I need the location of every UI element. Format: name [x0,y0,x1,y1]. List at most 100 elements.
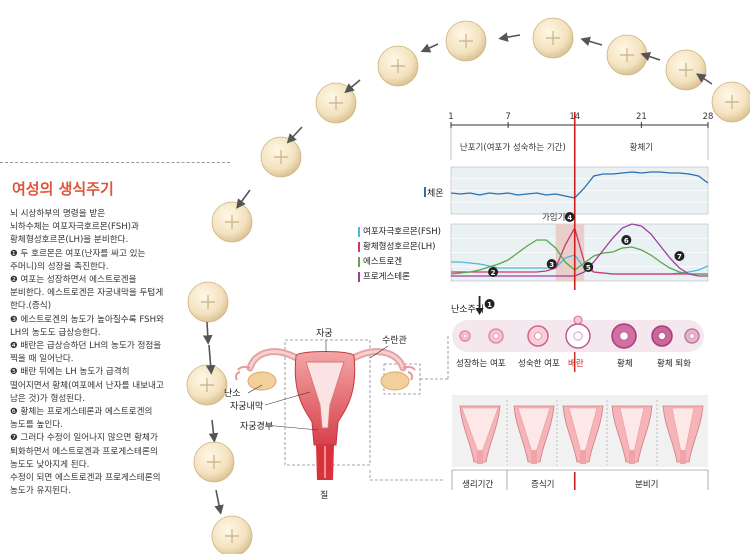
page-title: 여성의 생식주기 [12,180,114,198]
pill [532,17,574,59]
phase-follicular: 난포기(여포가 성숙하는 기간) [460,142,566,153]
cycle-arrow [202,321,213,345]
ovarian-stage-ovulation: 배란 [568,359,584,369]
label-cervix: 자궁경부 [240,422,274,432]
pill [193,441,235,483]
description-line: 농도가 유지된다. [10,486,71,497]
marker-m2: 2 [488,267,499,277]
pill [186,364,228,406]
pill [260,136,302,178]
marker-number: 2 [491,269,496,277]
pill [211,201,253,243]
released-egg [573,315,583,325]
cycle-arrow [580,36,603,46]
legend: 여포자극호르몬(FSH) 황체형성호르몬(LH) 에스트로겐 프로게스테론 [358,225,441,285]
marker-m1: 1 [484,299,495,309]
marker-number: 7 [677,253,682,261]
description-line: ❷ 여포는 성장하면서 에스트로겐을 [10,275,137,286]
follicle [684,328,700,344]
label-body-temp: 체온 [427,189,444,199]
cycle-arrow [420,43,439,53]
title-divider [0,162,230,163]
marker-number: 6 [624,237,629,245]
marker-number: 4 [567,214,572,222]
ovarian-stage-growing: 성장하는 여포 [456,359,506,369]
legend-estrogen: 에스트로겐 [358,255,441,270]
legend-fsh: 여포자극호르몬(FSH) [358,225,441,240]
estrogen-line [450,239,708,275]
description-line: 퇴화하면서 에스트로겐과 프로게스테론의 [10,446,158,457]
description-line: 주머니)의 성장을 촉진한다. [10,261,109,272]
legend-lh: 황체형성호르몬(LH) [358,240,441,255]
description-line: 한다.(증식) [10,301,52,312]
label-uterus: 자궁 [316,329,333,339]
follicle [488,328,504,344]
description-line: ❸ 에스트로겐의 농도가 높아질수록 FSH와 [10,314,164,325]
legend-lh-swatch [358,241,360,252]
description-line: 농도도 낮아지게 된다. [10,459,90,470]
legend-progesterone: 프로게스테론 [358,270,441,285]
day-tick-label: 28 [703,112,714,122]
uterus-lining-stage [562,405,604,464]
description-line: 남은 것)가 형성된다. [10,393,85,404]
label-vagina: 질 [320,491,329,501]
follicle [565,323,591,349]
day-tick-label: 21 [636,112,647,122]
description-line: ❻ 황체는 프로게스테론과 에스트로겐의 [10,407,153,418]
pill [187,281,229,323]
description-line: ❶ 두 호르몬은 여포(난자를 싸고 있는 [10,248,146,259]
pill [711,81,750,123]
pill [445,20,487,62]
description-line: 뇌하수체는 여포자극호르몬(FSH)과 [10,222,139,233]
description-line: 찍을 때 일어난다. [10,354,74,365]
cycle-arrow [214,489,224,515]
pill [211,515,253,554]
uterus-lining-stage [611,405,653,464]
label-endometrium: 자궁내막 [230,402,264,412]
cycle-arrow [640,51,661,62]
description-line: ❹ 배란은 급상승하던 LH의 농도가 정점을 [10,341,162,352]
follicle [459,330,471,342]
fertile-window-label: 가임기 [542,212,565,223]
description-line: ❺ 배란 뒤에는 LH 농도가 급격히 [10,367,130,378]
description-line: 황체형성호르몬(LH)을 분비한다. [10,235,129,246]
pill [665,49,707,91]
cycle-arrow [344,79,361,94]
description-line: 떨어지면서 황체(여포에서 난자를 내보내고 [10,380,164,391]
follicle [527,325,549,347]
cycle-arrow [498,32,521,42]
cycle-arrow [286,126,303,144]
follicle [651,325,673,347]
ovarian-cycle-label: 난소주기 [451,305,485,315]
description-line: ❼ 그러다 수정이 일어나지 않으면 황체가 [10,433,158,444]
marker-m7: 7 [674,251,685,261]
phase-menses: 생리기간 [462,480,494,490]
description-line: 농도를 높인다. [10,420,63,431]
phase-luteal: 황체기 [630,142,653,153]
marker-number: 3 [549,261,554,269]
legend-fsh-swatch [358,226,360,237]
legend-estrogen-swatch [358,256,360,267]
marker-m4: 4 [564,212,575,222]
uterus-lining-stage [662,405,704,464]
marker-m5: 5 [583,262,594,272]
marker-number: 5 [586,264,591,272]
body-temp-line [450,171,709,199]
body-temp-swatch [424,187,426,197]
description-line: LH의 농도도 급상승한다. [10,327,101,338]
label-ovary: 난소 [224,389,241,399]
marker-m6: 6 [621,235,632,245]
uterus-lining-stage [459,405,501,464]
cycle-arrow [236,189,251,209]
cycle-arrow [208,419,219,443]
cycle-arrow [696,73,713,85]
cycle-arrow [205,344,216,375]
description-line: 분비한다. 에스트로겐은 자궁내막을 두텁게 [10,288,164,299]
follicle [611,323,637,349]
day-tick-label: 7 [505,112,510,122]
ovarian-stage-corpus-luteum: 황체 [617,359,633,369]
